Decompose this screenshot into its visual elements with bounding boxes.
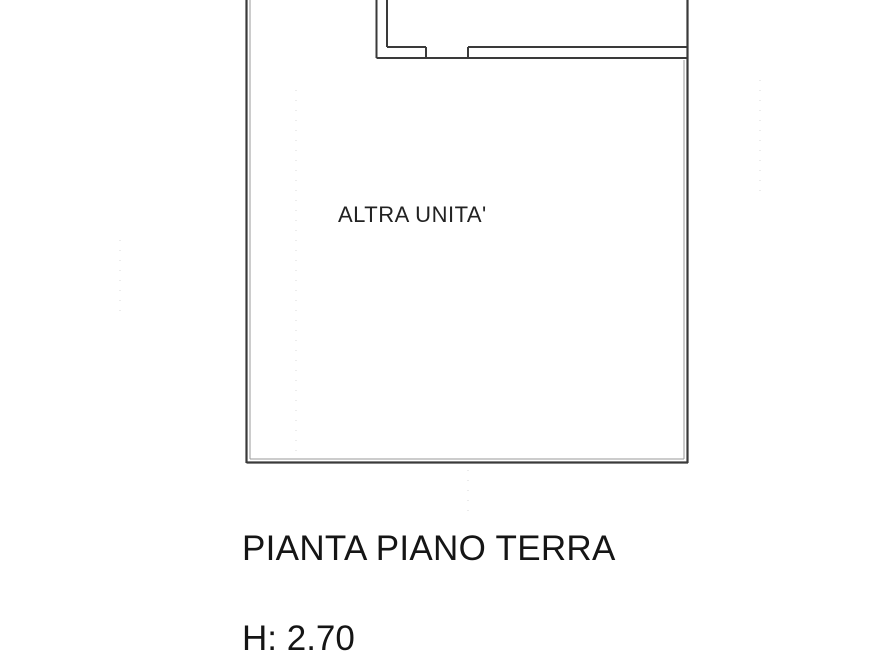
room-label: ALTRA UNITA' bbox=[338, 202, 487, 227]
outer-walls bbox=[245, 0, 689, 464]
ceiling-height-label: H: 2.70 bbox=[242, 619, 355, 658]
inner-partition bbox=[375, 0, 687, 59]
scan-noise bbox=[119, 80, 761, 520]
plan-title: PIANTA PIANO TERRA bbox=[242, 529, 616, 568]
